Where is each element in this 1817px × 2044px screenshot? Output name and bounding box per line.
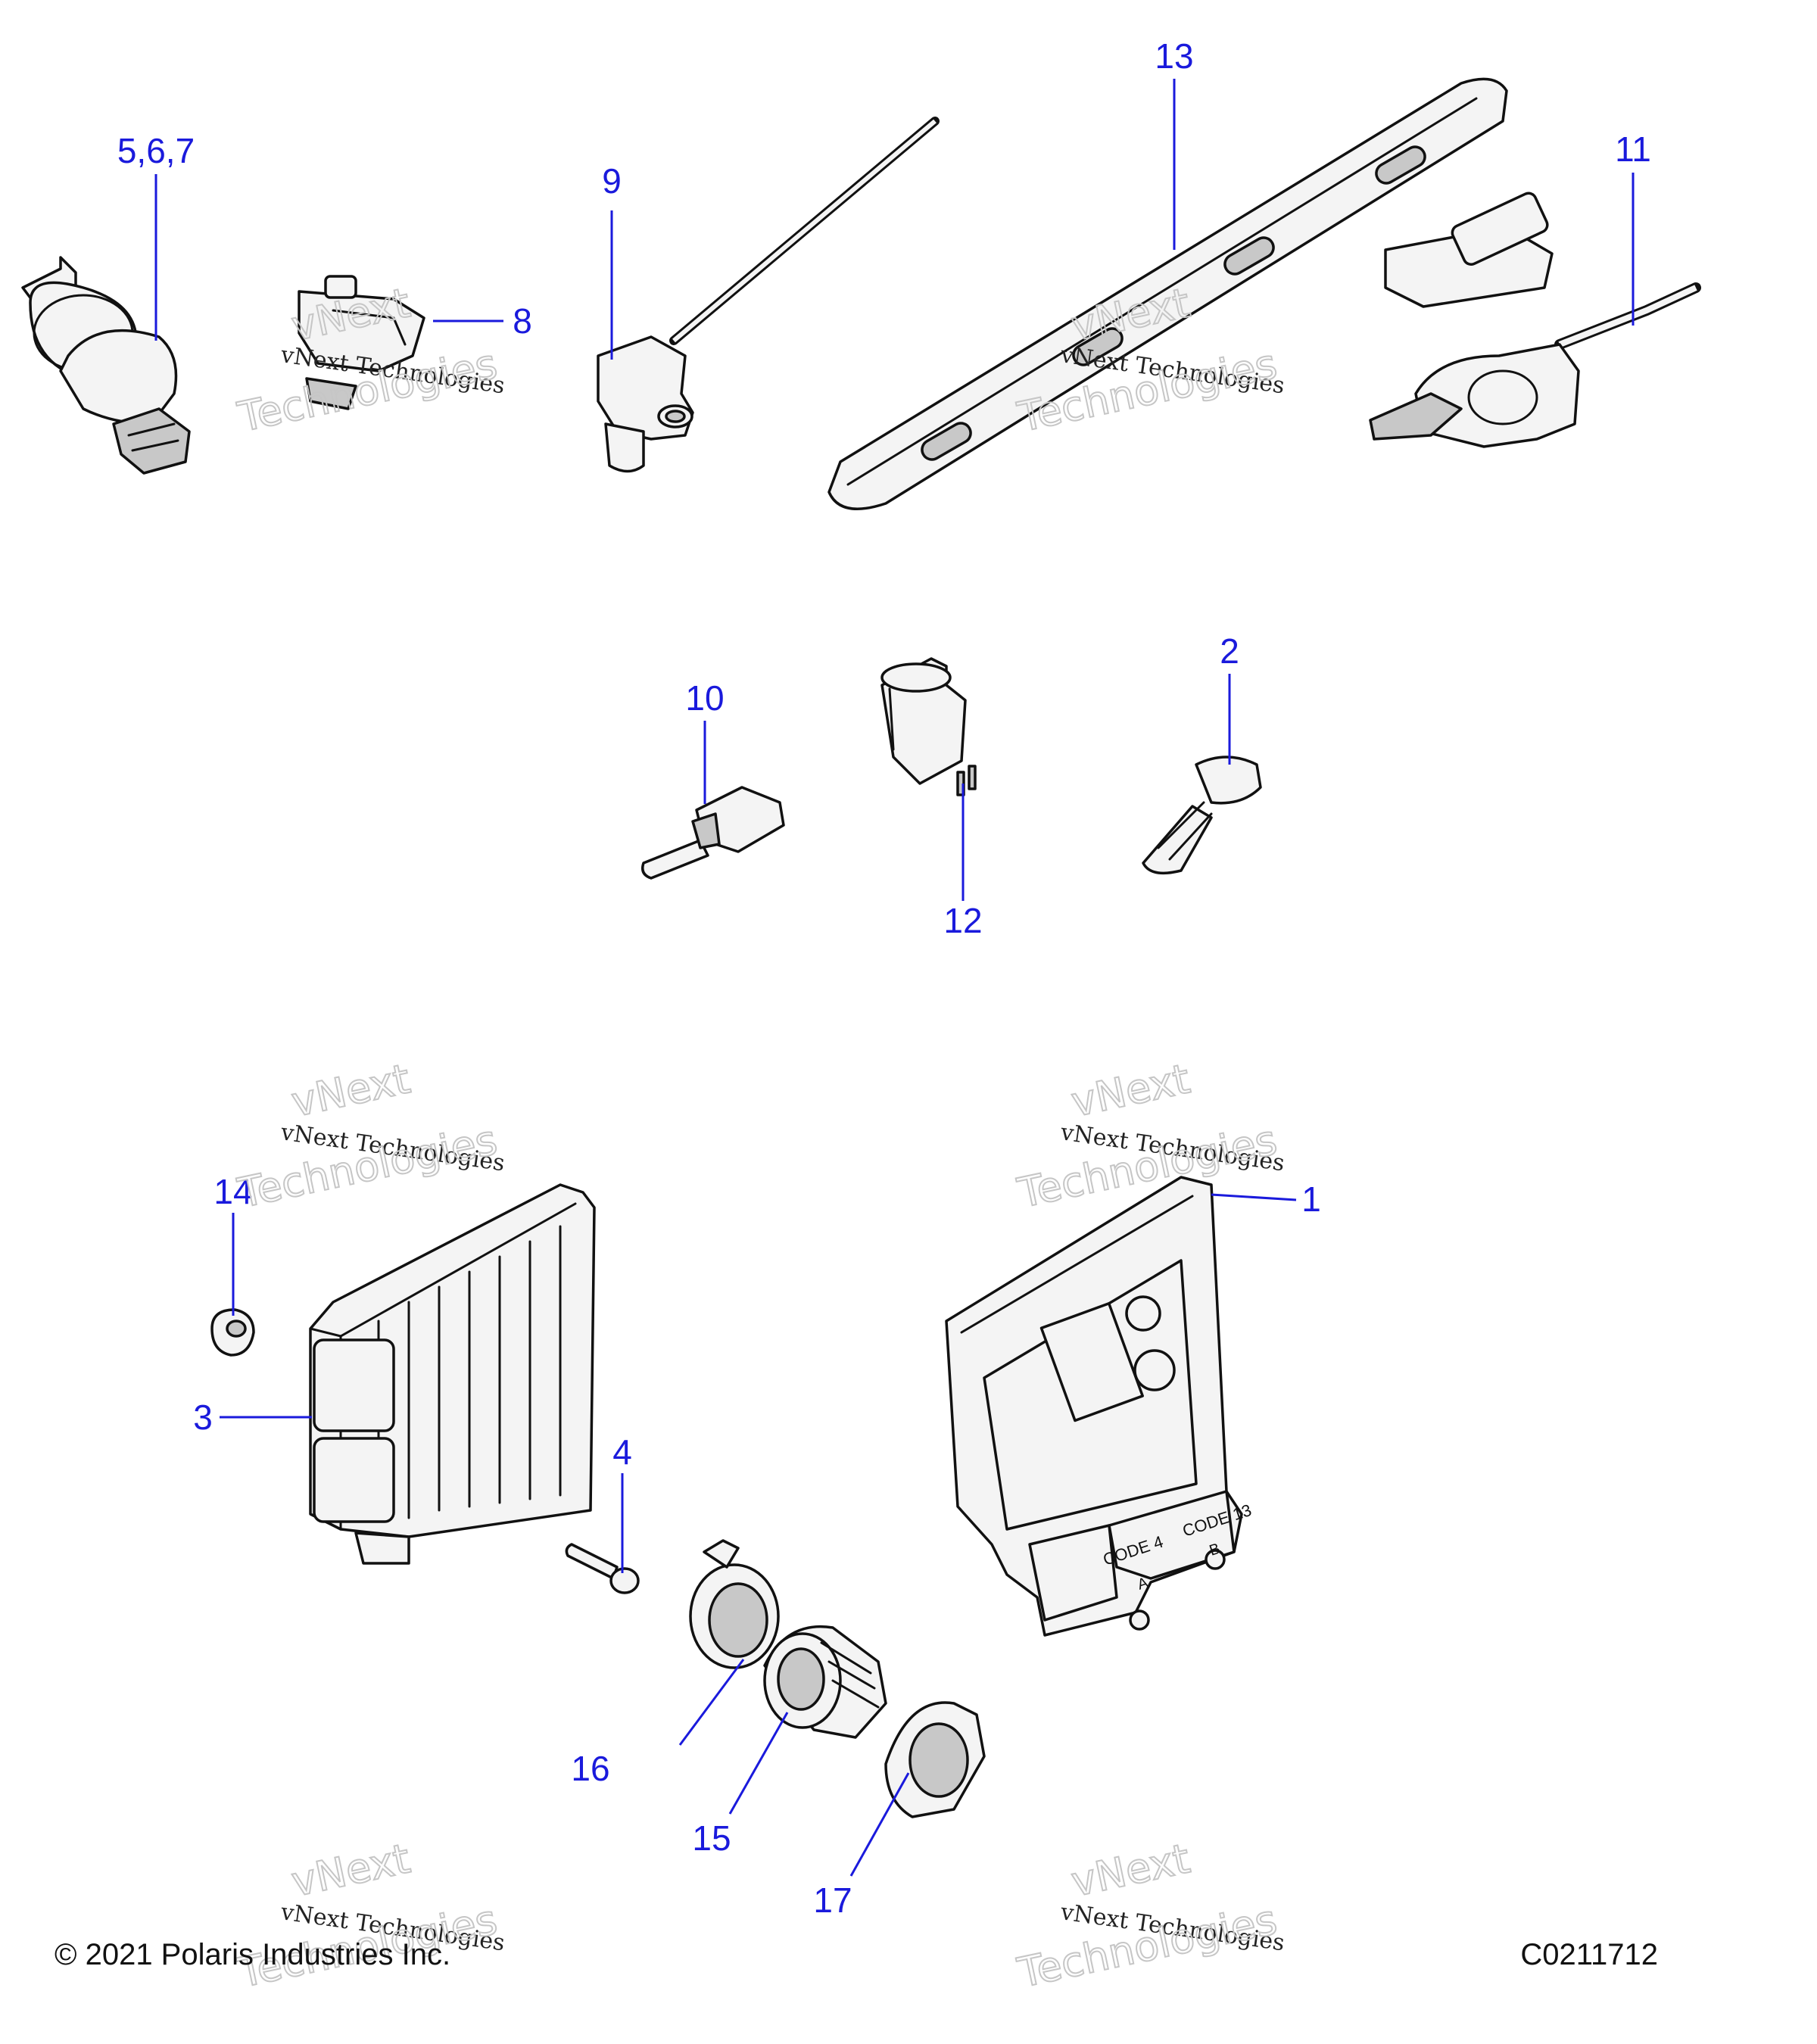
code-b-letter: B (1208, 1541, 1222, 1559)
svg-text:vNext: vNext (288, 1834, 414, 1905)
figure-id: C0211712 (1520, 1938, 1658, 1971)
callout-11: 11 (1615, 129, 1651, 169)
callout-9: 9 (602, 161, 622, 201)
watermarks: vNext Technologies vNext Technologies vN… (233, 278, 1286, 1998)
callout-14: 14 (213, 1172, 252, 1211)
callout-2: 2 (1220, 631, 1239, 671)
callout-16: 16 (571, 1749, 609, 1788)
threaded-nut-part[interactable] (884, 1701, 986, 1818)
grommet-part[interactable] (210, 1308, 255, 1357)
socket-body-part[interactable] (763, 1625, 887, 1739)
callouts: 5,6,7 8 9 13 11 10 12 2 14 1 3 4 16 15 1… (117, 36, 1651, 1920)
relay-part[interactable] (880, 657, 977, 796)
callout-13: 13 (1155, 36, 1193, 76)
leader-lines (154, 79, 1635, 1877)
mounting-bracket-part[interactable] (827, 77, 1508, 510)
clamp-ring-part[interactable] (689, 1539, 780, 1669)
speed-sensor-part[interactable] (597, 117, 940, 473)
watermark-top-left: vNext Technologies vNext Technologies (233, 278, 506, 442)
callout-3: 3 (193, 1397, 213, 1437)
voltage-regulator-part[interactable] (309, 1183, 596, 1565)
ecu-part[interactable]: CODE 4 A CODE 13 B (945, 1176, 1254, 1637)
usb-outlet-part[interactable] (1369, 191, 1701, 448)
callout-5-6-7: 5,6,7 (117, 131, 195, 170)
copyright-text: © 2021 Polaris Industries Inc. (55, 1938, 450, 1971)
svg-text:vNext: vNext (1067, 1055, 1194, 1126)
svg-text:vNext: vNext (1067, 1834, 1194, 1905)
svg-text:vNext: vNext (288, 1055, 414, 1126)
callout-15: 15 (692, 1818, 731, 1858)
bolt-part[interactable] (565, 1543, 640, 1594)
callout-10: 10 (685, 678, 724, 718)
temperature-sensor-part[interactable] (641, 786, 785, 880)
watermark-bottom-right: vNext Technologies vNext Technologies (1013, 1834, 1286, 1998)
callout-4: 4 (612, 1432, 632, 1472)
ignition-switch-part[interactable] (21, 256, 191, 475)
watermark-bottom-left: vNext Technologies vNext Technologies (233, 1834, 506, 1998)
callout-8: 8 (513, 301, 532, 341)
map-sensor-part[interactable] (298, 275, 425, 410)
watermark-mid-left: vNext Technologies vNext Technologies (233, 1054, 506, 1218)
callout-12: 12 (943, 901, 982, 940)
watermark-mid-right: vNext Technologies vNext Technologies (1013, 1054, 1286, 1218)
callout-1: 1 (1301, 1179, 1321, 1219)
callout-17: 17 (813, 1880, 852, 1920)
bulb-socket-part[interactable] (1142, 756, 1262, 875)
